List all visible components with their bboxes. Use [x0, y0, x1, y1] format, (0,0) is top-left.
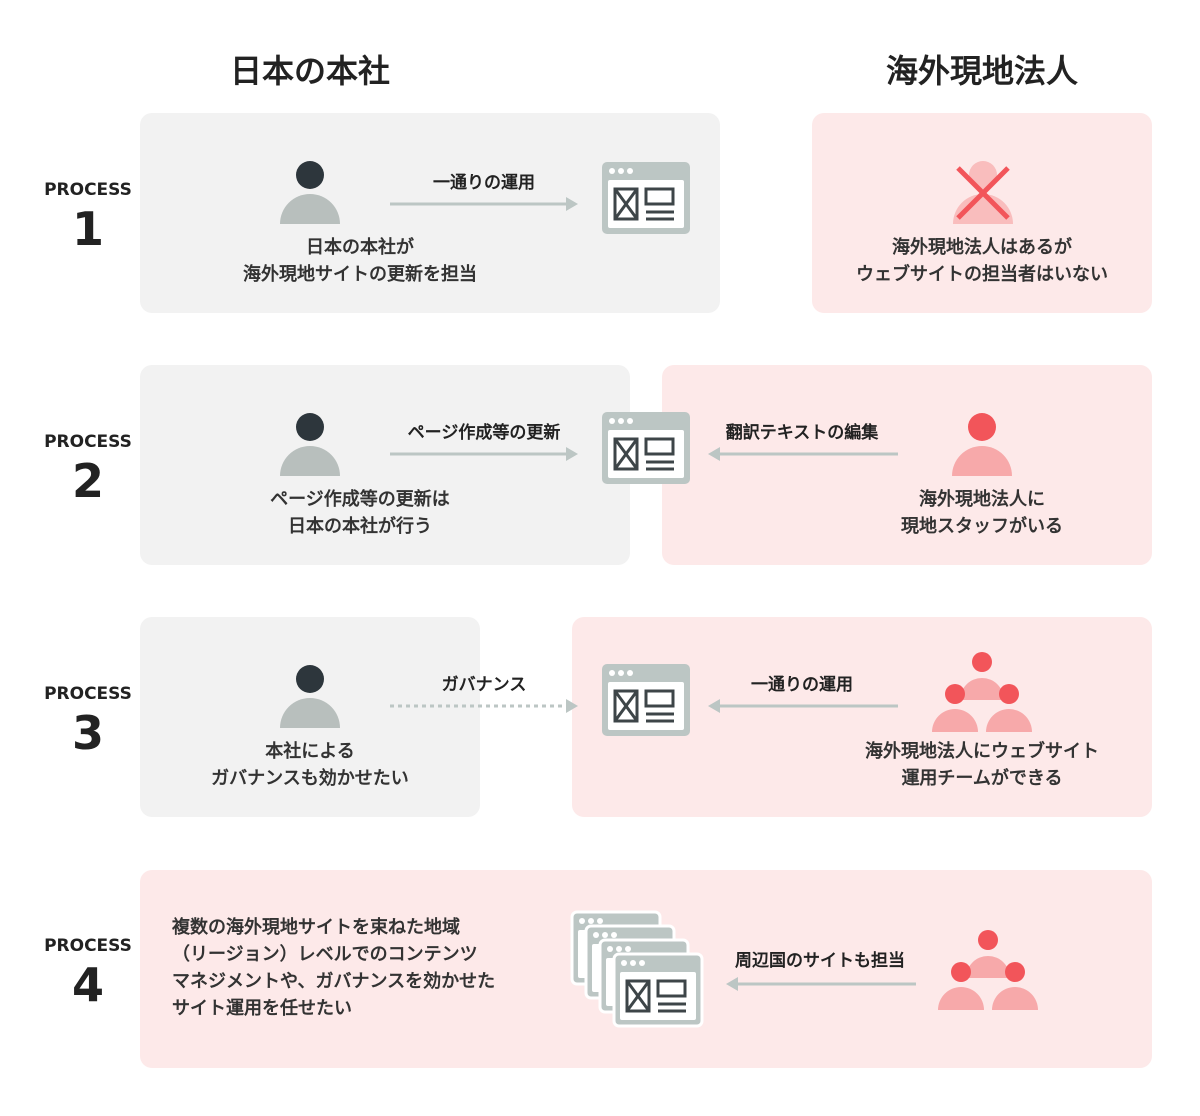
- process-1-arrow-label: 一通りの運用: [433, 173, 535, 193]
- caption-line: 現地スタッフがいる: [901, 516, 1063, 537]
- process-3-left-caption: 本社による ガバナンスも効かせたい: [140, 738, 480, 792]
- absent-person-icon: [953, 161, 1013, 224]
- column-title-overseas: 海外現地法人: [885, 52, 1078, 90]
- team-icon: [932, 652, 1032, 732]
- caption-line: 複数の海外現地サイトを束ねた地域: [172, 917, 460, 938]
- website-icon: [602, 162, 690, 234]
- process-3-label: PROCESS: [44, 684, 132, 704]
- process-4-label: PROCESS: [44, 936, 132, 956]
- caption-line: 日本の本社が行う: [288, 516, 432, 537]
- process-3-right-arrow-label: 一通りの運用: [751, 675, 853, 695]
- process-2-right-caption: 海外現地法人に 現地スタッフがいる: [812, 486, 1152, 540]
- process-1-number: 1: [71, 202, 104, 256]
- team-icon: [938, 930, 1038, 1010]
- process-3-right-caption: 海外現地法人にウェブサイト 運用チームができる: [812, 738, 1152, 792]
- process-2-number: 2: [71, 454, 104, 508]
- caption-line: 海外現地法人にウェブサイト: [865, 741, 1099, 762]
- process-4-caption: 複数の海外現地サイトを束ねた地域 （リージョン）レベルでのコンテンツ マネジメン…: [172, 914, 572, 1022]
- process-1-right-caption: 海外現地法人はあるが ウェブサイトの担当者はいない: [812, 234, 1152, 288]
- website-icon: [602, 664, 690, 736]
- caption-line: ページ作成等の更新は: [270, 489, 450, 510]
- process-2-label: PROCESS: [44, 432, 132, 452]
- person-icon: [280, 413, 340, 476]
- caption-line: （リージョン）レベルでのコンテンツ: [172, 944, 478, 965]
- left-arrow-icon: [726, 977, 916, 991]
- caption-line: 日本の本社が: [306, 237, 414, 258]
- process-2-overseas-panel: [662, 365, 1152, 565]
- left-arrow-icon: [708, 447, 898, 461]
- process-4-right-arrow-label: 周辺国のサイトも担当: [735, 951, 905, 971]
- process-1-left-caption: 日本の本社が 海外現地サイトの更新を担当: [140, 234, 580, 288]
- person-icon: [280, 161, 340, 224]
- caption-line: ガバナンスも効かせたい: [211, 768, 409, 789]
- column-title-japan-hq: 日本の本社: [229, 52, 390, 90]
- caption-line: 本社による: [265, 741, 355, 762]
- caption-line: サイト運用を任せたい: [172, 998, 352, 1019]
- caption-line: 海外現地サイトの更新を担当: [243, 264, 477, 285]
- left-arrow-icon: [708, 699, 898, 713]
- right-arrow-icon: [390, 447, 578, 461]
- process-2-japan-panel: [140, 365, 630, 565]
- local-staff-icon: [952, 413, 1012, 476]
- process-4-number: 4: [71, 958, 104, 1012]
- process-1-label: PROCESS: [44, 180, 132, 200]
- process-2-right-arrow-label: 翻訳テキストの編集: [725, 423, 879, 443]
- caption-line: 運用チームができる: [901, 768, 1063, 789]
- right-arrow-icon: [390, 197, 578, 211]
- caption-line: マネジメントや、ガバナンスを効かせた: [172, 971, 496, 992]
- process-3-arrow-label: ガバナンス: [441, 675, 527, 695]
- website-icon: [602, 412, 690, 484]
- multiple-websites-icon: [570, 910, 704, 1028]
- person-icon: [280, 665, 340, 728]
- process-2-left-caption: ページ作成等の更新は 日本の本社が行う: [140, 486, 580, 540]
- dotted-right-arrow-icon: [390, 699, 578, 713]
- caption-line: ウェブサイトの担当者はいない: [856, 264, 1108, 285]
- caption-line: 海外現地法人はあるが: [892, 237, 1072, 258]
- process-3-number: 3: [71, 706, 104, 760]
- process-2-arrow-label: ページ作成等の更新: [407, 423, 561, 443]
- caption-line: 海外現地法人に: [919, 489, 1045, 510]
